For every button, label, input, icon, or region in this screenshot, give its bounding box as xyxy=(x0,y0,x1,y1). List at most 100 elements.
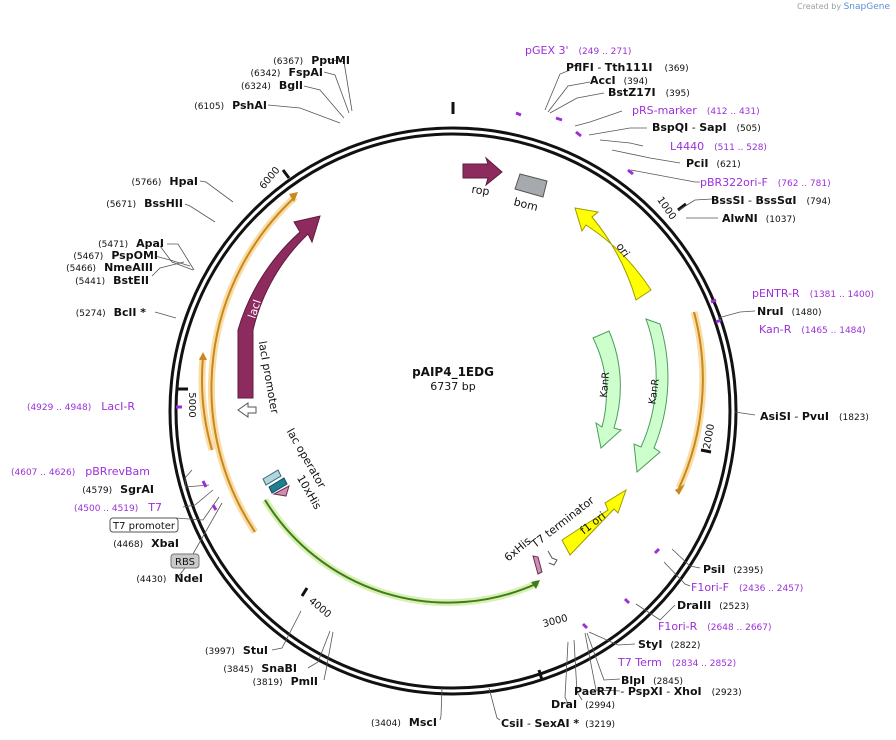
t7-promoter-label: T7 promoter xyxy=(112,521,176,532)
primer-pbrrevbam: (4607 .. 4626)pBRrevBam xyxy=(11,465,150,478)
his6-label: 6xHis xyxy=(502,534,534,564)
tick-label-4000: 4000 xyxy=(306,596,333,621)
enzyme-labels-left: (3404)MscI (6367)PpuMI (6342)FspAI (6324… xyxy=(66,54,437,729)
enzyme-apai: (5471)ApaI xyxy=(98,237,164,250)
enzyme-snabi: (3845)SnaBI xyxy=(223,662,297,675)
primer-l4440: L4440(511 .. 528) xyxy=(670,140,767,153)
enzyme-bcli: (5274)BclI * xyxy=(76,306,147,319)
primer-laci-r: (4929 .. 4948)LacI-R xyxy=(27,400,135,413)
primer-mark-L4440 xyxy=(575,130,582,138)
t7-promoter-box xyxy=(109,517,179,533)
tick-2000 xyxy=(700,448,712,454)
enzyme-asisi-pvui: AsiSI - PvuI(1823) xyxy=(760,410,869,423)
tick-label-3000: 3000 xyxy=(542,613,569,630)
plasmid-length: 6737 bp xyxy=(430,380,475,393)
enzyme-stui: (3997)StuI xyxy=(205,644,268,657)
enzyme-hpai: (5766)HpaI xyxy=(131,175,198,188)
leader-lines xyxy=(151,58,756,721)
primer-pbr322ori-f: pBR322ori-F(762 .. 781) xyxy=(700,176,831,189)
primer-pentr-r: pENTR-R(1381 .. 1400) xyxy=(752,287,874,300)
enzyme-csii-sexai: CsiI - SexAI *(3219) xyxy=(501,717,615,730)
enzyme-psha1: (6105)PshAI xyxy=(194,99,267,112)
primer-mark-pGEX3 xyxy=(515,111,522,117)
tick-3000 xyxy=(537,669,544,681)
enzyme-paer7i-pspxi-xhoi: PaeR7I - PspXI - XhoI(2923) xyxy=(574,685,742,698)
enzyme-pflfi-tth111i: PflFI - Tth111I(369) xyxy=(566,61,689,74)
enzyme-xbai: (4468)XbaI xyxy=(113,537,179,550)
boxed-labels: T7 promoter RBS xyxy=(109,517,200,569)
plasmid-name: pAIP4_1EDG xyxy=(412,365,494,380)
kanR-outer-label: KanR xyxy=(647,378,661,405)
enzyme-fspai: (6342)FspAI xyxy=(251,66,323,79)
snapgene-logo: SnapGene xyxy=(843,2,890,12)
backbone xyxy=(168,126,738,696)
bom-label: bom xyxy=(512,195,539,214)
primer-mark-pENTR xyxy=(710,298,717,304)
tick-1000 xyxy=(677,202,687,212)
enzyme-bstz17i: BstZ17I(395) xyxy=(608,86,690,99)
primer-f1ori-r: F1ori-R(2648 .. 2667) xyxy=(658,620,772,633)
kanR-inner-feature: KanR xyxy=(592,330,623,449)
primer-marks xyxy=(176,111,722,630)
f1ori-feature: f1 ori xyxy=(561,488,627,556)
enzyme-bgli: (6324)BglI xyxy=(241,79,303,92)
primer-mark-KanR xyxy=(715,318,722,324)
primer-kan-r: Kan-R(1465 .. 1484) xyxy=(759,323,866,336)
primer-mark-pBRrev xyxy=(201,480,208,488)
enzyme-sgrai: (4579)SgrAI xyxy=(82,483,154,496)
rop-feature: rop xyxy=(462,156,503,198)
orf-arcs xyxy=(198,192,707,607)
primer-mark-F1F xyxy=(653,547,661,555)
enzyme-bsshii: (5671)BssHII xyxy=(106,197,183,210)
primer-mark-pBR xyxy=(627,168,634,176)
bom-feature: bom xyxy=(512,173,548,214)
primer-mark-T7 xyxy=(211,504,218,511)
lacI-promoter-arrow xyxy=(237,402,257,418)
ori-label: ori xyxy=(613,240,632,259)
snapgene-credit: Created by SnapGene xyxy=(797,2,890,12)
primer-t7-term: T7 Term(2834 .. 2852) xyxy=(617,656,736,669)
tick-label-5000: 5000 xyxy=(186,392,197,417)
tick-label-1000: 1000 xyxy=(654,195,678,222)
enzyme-psii: PsiI(2395) xyxy=(703,563,763,576)
tick-label-2000: 2000 xyxy=(702,423,717,450)
primer-f1ori-f: F1ori-F(2436 .. 2457) xyxy=(691,581,803,594)
enzyme-acci: AccI(394) xyxy=(590,74,648,87)
enzyme-drai: DraI(2994) xyxy=(551,698,615,711)
enzyme-ndei: (4430)NdeI xyxy=(136,572,203,585)
rop-label: rop xyxy=(471,183,491,198)
enzyme-alwni: AlwNI(1037) xyxy=(722,212,796,225)
enzyme-styi: StyI(2822) xyxy=(638,638,700,651)
lacI-promoter-label: lacI promoter xyxy=(256,340,282,415)
enzyme-labels-right: PflFI - Tth111I(369) AccI(394) BstZ17I(3… xyxy=(501,61,869,730)
lac-operator-feature: lac operator 10xHis xyxy=(262,426,329,512)
kanR-inner-label: KanR xyxy=(599,371,612,398)
credit-prefix: Created by xyxy=(797,2,842,11)
enzyme-draiii: DraIII(2523) xyxy=(677,599,749,612)
enzyme-bspqi-sapi: BspQI - SapI(505) xyxy=(652,121,761,134)
rbs-box xyxy=(170,553,200,569)
primer-labels: pGEX 3'(249 .. 271) pRS-marker(412 .. 43… xyxy=(11,44,874,669)
ori-feature: ori xyxy=(574,207,652,301)
enzyme-blpi: BlpI(2845) xyxy=(621,674,683,687)
enzyme-pmli: (3819)PmlI xyxy=(253,675,318,688)
enzyme-pspomi: (5467)PspOMI xyxy=(73,249,158,262)
tick-marks xyxy=(178,102,712,681)
primer-t7: (4500 .. 4519)T7 xyxy=(74,501,162,514)
enzyme-msci: (3404)MscI xyxy=(371,716,437,729)
primer-mark-pRS xyxy=(555,116,563,122)
enzyme-nmeaiii: (5466)NmeAIII xyxy=(66,261,153,274)
primer-prs-marker: pRS-marker(412 .. 431) xyxy=(632,104,760,117)
enzyme-nrui: NruI(1480) xyxy=(757,305,822,318)
enzyme-ppumi: (6367)PpuMI xyxy=(273,54,350,67)
primer-mark-T7term xyxy=(581,622,589,630)
enzyme-pcii: PciI(621) xyxy=(686,157,741,170)
tick-4000 xyxy=(300,587,309,597)
enzyme-bsssi-bsssai: BssSI - BssSαI(794) xyxy=(711,194,831,207)
lacI-label: lacI xyxy=(246,298,264,320)
tick-6000 xyxy=(281,169,291,179)
primer-mark-F1R xyxy=(623,597,631,605)
orf-arc-bottom xyxy=(262,498,540,607)
primer-pgex3: pGEX 3'(249 .. 271) xyxy=(525,44,631,57)
